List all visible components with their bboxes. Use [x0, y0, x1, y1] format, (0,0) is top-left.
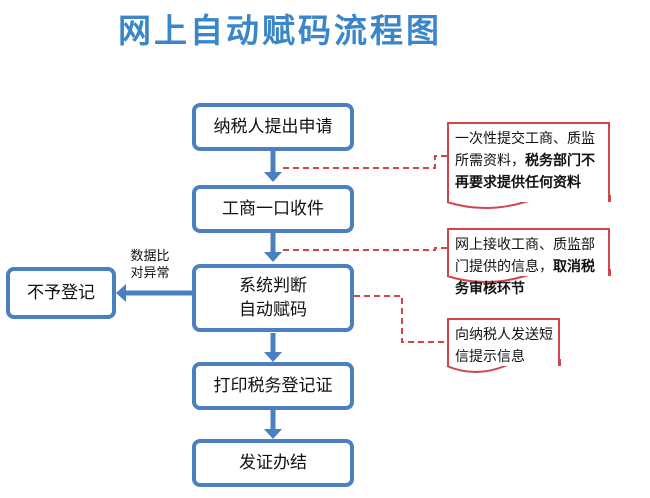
note-one-text: 一次性提交工商、质监所需资料， — [455, 131, 595, 169]
dash-note1 — [283, 155, 447, 169]
reject-box: 不予登记 — [6, 267, 116, 319]
note-two-bold: 取消税务审核环节 — [455, 259, 595, 297]
note-sms: 向纳税人发送短信提示信息 — [447, 318, 560, 366]
reject-label: 不予登记 — [27, 283, 95, 303]
reject-edge-line1: 数据比 — [130, 249, 170, 264]
dash-note2 — [283, 247, 447, 251]
reject-edge-line2: 对异常 — [130, 266, 170, 281]
note-three-text: 向纳税人发送短信提示信息 — [455, 327, 553, 365]
step-print-label: 打印税务登记证 — [213, 376, 333, 396]
step-issue: 发证办结 — [192, 439, 354, 487]
note-one-bold: 税务部门不再要求提供任何资料 — [455, 153, 595, 191]
step-apply: 纳税人提出申请 — [192, 103, 354, 151]
step-issue-label: 发证办结 — [239, 453, 307, 473]
step-receive-label: 工商一口收件 — [222, 199, 324, 219]
reject-edge-label: 数据比 对异常 — [120, 248, 180, 282]
step-auto-code-line1: 系统判断 — [239, 276, 307, 296]
note-two-text: 网上接收工商、质监部门提供的信息， — [455, 237, 595, 275]
step-auto-code-line2: 自动赋码 — [239, 300, 307, 320]
step-print: 打印税务登记证 — [192, 362, 354, 410]
step-auto-code: 系统判断 自动赋码 — [192, 264, 354, 332]
dash-note3 — [354, 295, 447, 343]
page-title: 网上自动赋码流程图 — [118, 11, 442, 50]
note-online-receive: 网上接收工商、质监部门提供的信息，取消税务审核环节 — [447, 228, 610, 297]
note-one-time-submit: 一次性提交工商、质监所需资料，税务部门不再要求提供任何资料 — [447, 122, 610, 202]
step-receive: 工商一口收件 — [192, 185, 354, 233]
step-apply-label: 纳税人提出申请 — [213, 117, 333, 137]
